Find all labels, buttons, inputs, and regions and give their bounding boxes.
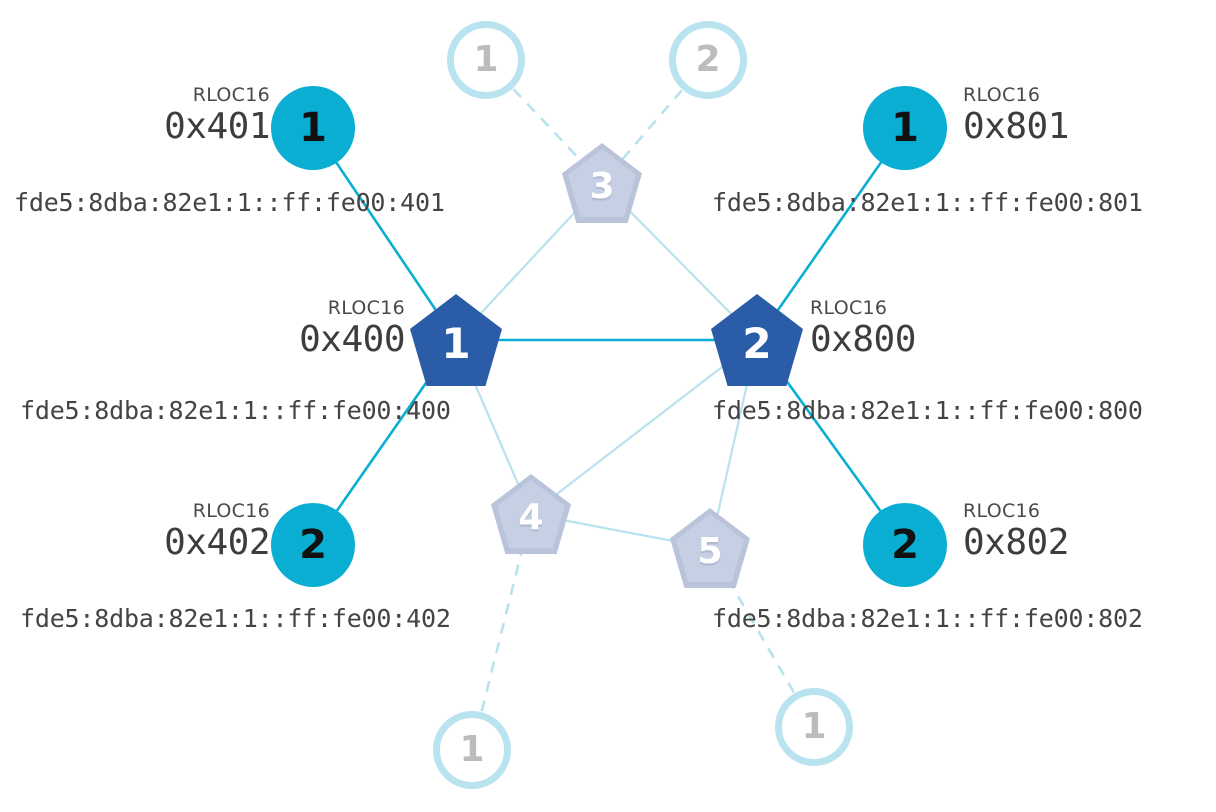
router-3-number: 3 [589,166,615,207]
child-node-ghost-bottom-right[interactable]: 1 [775,688,853,766]
label-router-800: RLOC16 0x800 [810,297,1045,360]
child-node-ghost-bottom-left[interactable]: 1 [433,711,511,789]
rloc16-caption-800: RLOC16 [810,297,888,319]
ipv6-address-800: fde5:8dba:82e1:1::ff:fe00:800 [712,396,1143,425]
rloc16-caption-801: RLOC16 [963,84,1041,106]
router-5-number: 5 [697,531,723,572]
link-child801-router800 [755,127,907,341]
rloc16-value-400: 0x400 [299,319,405,360]
ipv6-address-402: fde5:8dba:82e1:1::ff:fe00:402 [20,604,451,633]
label-child-401: RLOC16 0x401 [30,84,270,147]
rloc16-value-802: 0x802 [963,522,1069,563]
child-node-ghost-top-right[interactable]: 2 [669,21,747,99]
child-node-ghost-top-left[interactable]: 1 [447,21,525,99]
label-router-400: RLOC16 0x400 [170,297,405,360]
child-node-802[interactable]: 2 [863,503,947,587]
ipv6-address-801: fde5:8dba:82e1:1::ff:fe00:801 [712,188,1143,217]
link-ghostbr-router5 [708,547,816,728]
rloc16-caption-802: RLOC16 [963,500,1041,522]
child-402-number: 2 [299,522,327,568]
child-node-801[interactable]: 1 [863,86,947,170]
router-800-number: 2 [742,319,772,368]
child-ghost-tl-number: 1 [473,39,499,80]
ipv6-address-401: fde5:8dba:82e1:1::ff:fe00:401 [14,188,445,217]
router-4-number: 4 [518,497,544,538]
link-router4-router800 [530,339,758,515]
child-801-number: 1 [891,105,919,151]
child-ghost-br-number: 1 [801,706,827,747]
child-node-401[interactable]: 1 [271,86,355,170]
child-802-number: 2 [891,522,919,568]
rloc16-value-402: 0x402 [164,522,270,563]
label-child-402: RLOC16 0x402 [30,500,270,563]
link-child401-router400 [311,127,458,341]
child-node-402[interactable]: 2 [271,503,355,587]
child-ghost-tr-number: 2 [695,39,721,80]
router-400-number: 1 [441,319,471,368]
faded-links [454,182,759,550]
rloc16-value-401: 0x401 [164,106,270,147]
rloc16-caption-400: RLOC16 [327,297,405,319]
ipv6-address-400: fde5:8dba:82e1:1::ff:fe00:400 [20,396,451,425]
rloc16-value-801: 0x801 [963,106,1069,147]
rloc16-value-800: 0x800 [810,319,916,360]
child-ghost-bl-number: 1 [459,729,485,770]
label-child-802: RLOC16 0x802 [963,500,1203,563]
ipv6-address-802: fde5:8dba:82e1:1::ff:fe00:802 [712,604,1143,633]
rloc16-caption-402: RLOC16 [192,500,270,522]
label-child-801: RLOC16 0x801 [963,84,1203,147]
child-401-number: 1 [299,105,327,151]
rloc16-caption-401: RLOC16 [192,84,270,106]
